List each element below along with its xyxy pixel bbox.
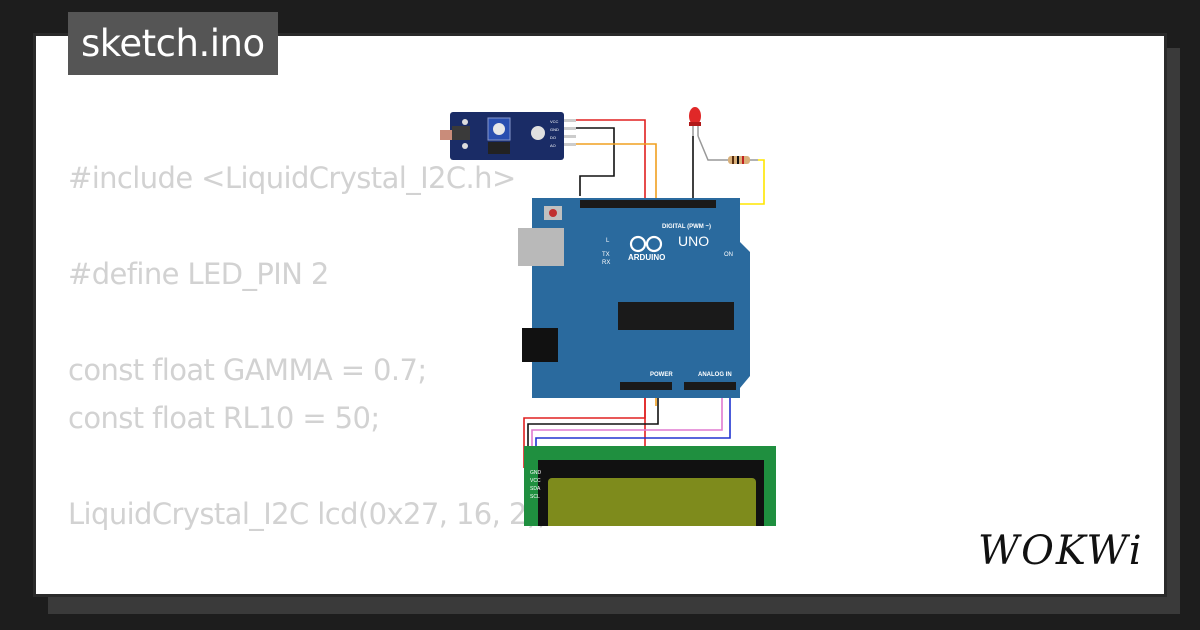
arduino-uno-board[interactable]: DIGITAL (PWM ~) UNO ARDUINO ON TX RX L P…: [518, 198, 750, 398]
wire-led-signal: [702, 159, 765, 205]
sensor-pin-do: DO: [550, 135, 556, 140]
board-digital-label: DIGITAL (PWM ~): [662, 224, 711, 230]
board-uno-label: UNO: [678, 233, 709, 249]
resistor[interactable]: [720, 156, 758, 164]
board-rx-label: RX: [602, 260, 610, 266]
code-line: void setup() {: [68, 586, 547, 594]
code-line: [68, 538, 547, 586]
code-preview: #include <LiquidCrystal_I2C.h> #define LE…: [68, 154, 547, 594]
circuit-diagram[interactable]: VCC GND DO AO: [440, 106, 820, 526]
code-line: #include <LiquidCrystal_I2C.h>: [68, 161, 516, 195]
sensor-pin-gnd: GND: [550, 127, 559, 132]
code-line: #define LED_PIN 2: [68, 257, 329, 291]
code-line: LiquidCrystal_I2C lcd(0x27, 16, 2);: [68, 497, 547, 531]
sensor-pin-vcc: VCC: [550, 119, 559, 124]
wire-lcd-vcc: [523, 398, 646, 468]
code-line: const float RL10 = 50;: [68, 401, 380, 435]
board-brand-label: ARDUINO: [628, 253, 665, 262]
wire-gnd: [576, 127, 615, 196]
preview-card: #include <LiquidCrystal_I2C.h> #define LE…: [36, 36, 1164, 594]
lcd-pin-vcc: VCC: [530, 478, 541, 484]
board-analog-label: ANALOG IN: [698, 372, 732, 378]
code-line: const float GAMMA = 0.7;: [68, 353, 427, 387]
wire-led-anode: [697, 135, 720, 161]
ldr-sensor-module[interactable]: VCC GND DO AO: [440, 112, 576, 160]
red-led[interactable]: [689, 107, 701, 136]
lcd-display[interactable]: GND VCC SDA SCL: [524, 446, 776, 526]
wokwi-logo: WOKWi: [978, 528, 1144, 572]
filename-tag: sketch.ino: [68, 12, 278, 75]
wire-lcd-gnd: [527, 398, 659, 462]
lcd-pin-gnd: GND: [530, 470, 542, 476]
board-tx-label: TX: [602, 252, 610, 258]
lcd-pin-scl: SCL: [530, 494, 540, 500]
lcd-pin-sda: SDA: [530, 486, 541, 492]
board-l-label: L: [606, 238, 610, 244]
wokwi-logo-text: WOKWi: [978, 528, 1144, 572]
sensor-pin-ao: AO: [550, 143, 556, 148]
board-power-label: POWER: [650, 372, 673, 378]
board-on-label: ON: [724, 252, 733, 258]
